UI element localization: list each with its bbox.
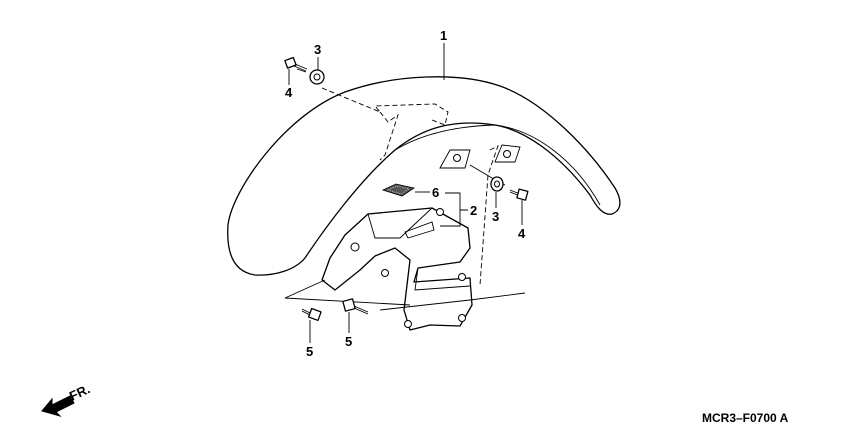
fender-stay-bracket[interactable] (321, 207, 473, 331)
callout-3-right: 3 (492, 209, 499, 224)
bolt-5-center[interactable] (342, 298, 369, 315)
washer-3-right[interactable] (490, 176, 504, 192)
mount-reference-line-upper-2 (379, 111, 399, 161)
callout-1: 1 (440, 28, 447, 43)
callout-6: 6 (432, 185, 439, 200)
bolt-4-right[interactable] (509, 188, 529, 201)
diagram-code: MCR3–F0700 A (702, 411, 789, 425)
front-direction-label: FR. (67, 381, 92, 403)
callout-3-upper: 3 (314, 42, 321, 57)
callout-5-left: 5 (306, 344, 313, 359)
callout-2: 2 (470, 203, 477, 218)
emblem-plate[interactable] (381, 183, 416, 197)
arrow-left-icon (41, 395, 75, 417)
callout-5-center: 5 (345, 334, 352, 349)
callout-4-right: 4 (518, 226, 526, 241)
washer-3-upper[interactable] (309, 69, 325, 85)
callout-4-upper: 4 (285, 85, 293, 100)
mount-reference-line-upper (321, 87, 449, 126)
leader-2 (440, 192, 468, 227)
bolt-4-upper[interactable] (284, 56, 308, 73)
mount-reference-line-right (479, 145, 499, 286)
bolt-5-left[interactable] (301, 307, 322, 322)
front-fender[interactable] (227, 76, 621, 276)
